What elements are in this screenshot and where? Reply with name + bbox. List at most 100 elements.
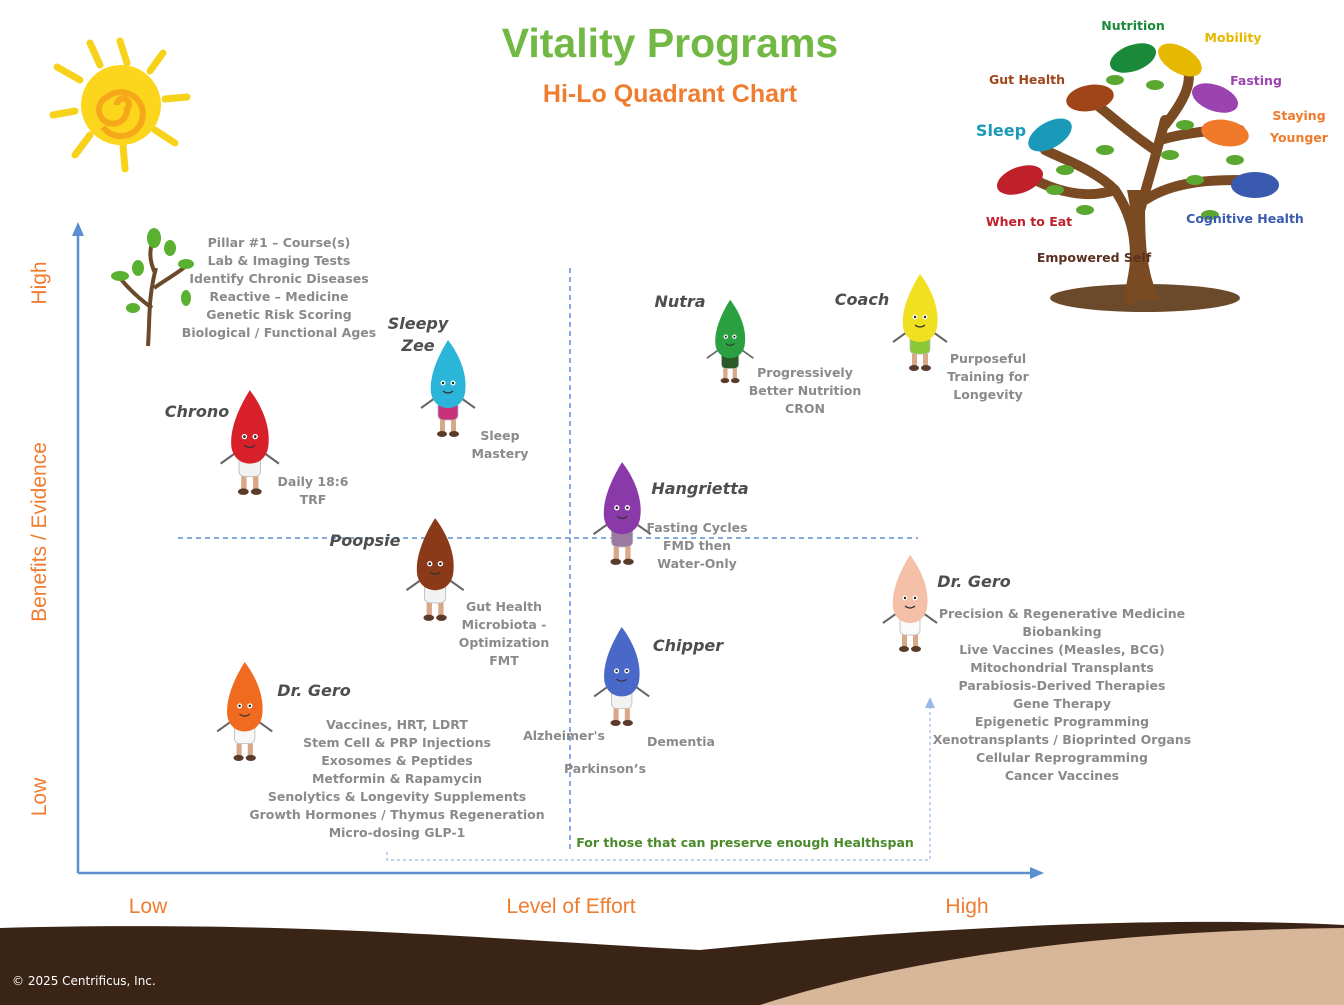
character-leaf-icon bbox=[420, 340, 476, 437]
list-item: Live Vaccines (Measles, BCG) bbox=[959, 642, 1165, 657]
character-name: Nutra bbox=[654, 292, 706, 311]
tree-label: Cognitive Health bbox=[1186, 211, 1304, 226]
list-item: Biobanking bbox=[1022, 624, 1102, 639]
tree-leaf bbox=[1192, 83, 1238, 113]
page-title: Vitality Programs bbox=[501, 20, 839, 66]
page-subtitle: Hi-Lo Quadrant Chart bbox=[542, 80, 798, 108]
y-axis-high-label: High bbox=[28, 261, 51, 305]
tree-label: Sleep bbox=[975, 121, 1027, 140]
list-item: Better Nutrition bbox=[748, 383, 862, 398]
tree-leaf bbox=[1110, 43, 1156, 73]
list-item: Exosomes & Peptides bbox=[321, 753, 473, 768]
list-item: Progressively bbox=[757, 365, 853, 380]
list-item: Mastery bbox=[471, 446, 529, 461]
tree-illustration bbox=[997, 43, 1279, 312]
list-item: Vaccines, HRT, LDRT bbox=[326, 717, 468, 732]
list-item: Genetic Risk Scoring bbox=[206, 307, 352, 322]
list-item: FMD then bbox=[663, 538, 731, 553]
character-description: Vaccines, HRT, LDRT Stem Cell & PRP Injec… bbox=[249, 716, 544, 842]
tree-leaf bbox=[1028, 118, 1072, 152]
list-item: Growth Hormones / Thymus Regeneration bbox=[249, 807, 545, 822]
character-leaf-icon bbox=[882, 555, 938, 652]
character-name: Chipper bbox=[652, 636, 724, 655]
x-axis-low-label: Low bbox=[128, 895, 168, 918]
list-item: Reactive – Medicine bbox=[209, 289, 349, 304]
healthspan-note: For those that can preserve enough Healt… bbox=[576, 835, 914, 850]
character-leaf-icon bbox=[593, 627, 651, 726]
character-description: Dementia bbox=[647, 734, 715, 749]
list-item: Microbiota - bbox=[461, 617, 547, 632]
character-leaf-icon bbox=[405, 518, 465, 621]
tree-label: Gut Health bbox=[988, 72, 1066, 87]
list-item: Purposeful bbox=[949, 351, 1027, 366]
list-item: Stem Cell & PRP Injections bbox=[303, 735, 491, 750]
sun-icon bbox=[49, 37, 191, 173]
y-axis-title: Benefits / Evidence bbox=[28, 442, 51, 622]
list-item: Senolytics & Longevity Supplements bbox=[267, 789, 527, 804]
list-item: FMT bbox=[489, 653, 519, 668]
list-item: Gene Therapy bbox=[1012, 696, 1112, 711]
list-item: CRON bbox=[785, 401, 825, 416]
tree-label: Mobility bbox=[1204, 30, 1262, 45]
tree-label: When to Eat bbox=[985, 214, 1073, 229]
list-item: Identify Chronic Diseases bbox=[189, 271, 369, 286]
character-name: Sleepy Zee bbox=[387, 314, 449, 355]
x-axis-high-label: High bbox=[945, 895, 989, 918]
character-leaf-icon bbox=[892, 274, 948, 371]
character-description: Alzheimer's bbox=[523, 728, 605, 743]
sapling-icon bbox=[111, 228, 194, 347]
character-leaf-icon bbox=[592, 462, 652, 565]
list-item: Gut Health bbox=[465, 599, 543, 614]
y-axis-low-label: Low bbox=[28, 777, 51, 817]
tree-label: Staying Younger bbox=[1270, 108, 1328, 145]
list-item: Pillar #1 – Course(s) bbox=[207, 235, 351, 250]
tree-leaf bbox=[997, 165, 1043, 195]
tree-label: Nutrition bbox=[1101, 18, 1165, 33]
character-name: Poopsie bbox=[329, 531, 401, 550]
character-name: Chrono bbox=[164, 402, 230, 421]
character-leaf-icon bbox=[220, 390, 280, 495]
tree-label: Fasting bbox=[1230, 73, 1282, 88]
list-item: Daily 18:6 bbox=[277, 474, 349, 489]
character-name: Hangrietta bbox=[651, 479, 749, 498]
footer-ground bbox=[0, 921, 1344, 1005]
list-item: Precision & Regenerative Medicine bbox=[938, 606, 1186, 621]
list-item: Optimization bbox=[458, 635, 550, 650]
list-item: Lab & Imaging Tests bbox=[207, 253, 351, 268]
character-name: Coach bbox=[834, 290, 890, 309]
character-description: Parkinson’s bbox=[563, 761, 647, 776]
character-leaf-icon bbox=[706, 299, 754, 384]
list-item: Epigenetic Programming bbox=[974, 714, 1150, 729]
list-item: Water-Only bbox=[657, 556, 737, 571]
list-item: Fasting Cycles bbox=[646, 520, 748, 535]
copyright: © 2025 Centrificus, Inc. bbox=[12, 974, 156, 988]
list-item: Micro-dosing GLP-1 bbox=[328, 825, 466, 840]
list-item: Mitochondrial Transplants bbox=[970, 660, 1154, 675]
list-item: Longevity bbox=[953, 387, 1023, 402]
tree-leaf bbox=[1201, 119, 1249, 147]
list-item: Training for bbox=[947, 369, 1029, 384]
tree-leaf bbox=[1066, 84, 1114, 112]
pillar-list: Pillar #1 – Course(s) Lab & Imaging Tests… bbox=[182, 234, 376, 342]
list-item: Metformin & Rapamycin bbox=[311, 771, 483, 786]
list-item: TRF bbox=[299, 492, 327, 507]
character-name: Dr. Gero bbox=[277, 681, 351, 700]
list-item: Cancer Vaccines bbox=[1004, 768, 1120, 783]
tree-leaf bbox=[1158, 43, 1202, 77]
x-axis-title: Level of Effort bbox=[506, 895, 636, 918]
tree-label: Empowered Self bbox=[1036, 250, 1152, 265]
list-item: Parabiosis-Derived Therapies bbox=[958, 678, 1166, 693]
list-item: Cellular Reprogramming bbox=[976, 750, 1148, 765]
character-leaf-icon bbox=[216, 662, 274, 761]
character-name: Dr. Gero bbox=[937, 572, 1011, 591]
list-item: Biological / Functional Ages bbox=[181, 325, 377, 340]
list-item: Xenotransplants / Bioprinted Organs bbox=[932, 732, 1192, 747]
